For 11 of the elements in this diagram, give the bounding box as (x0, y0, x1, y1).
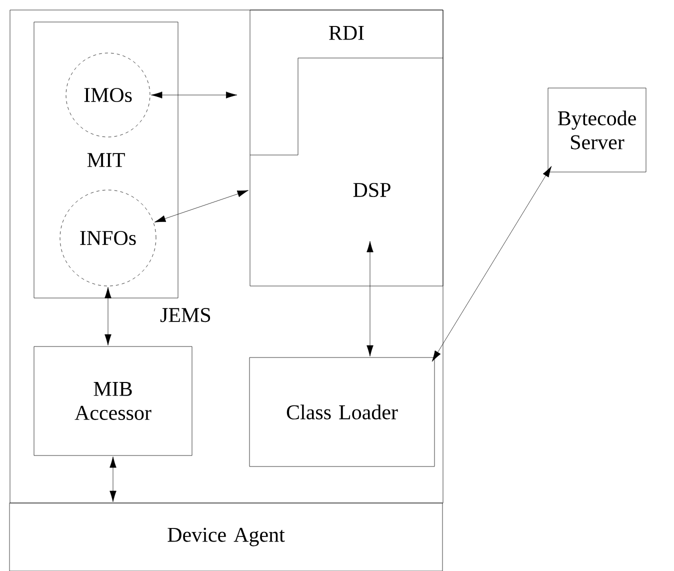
component-box: MIB Accessor (34, 346, 192, 456)
arrow (432, 166, 552, 362)
arrow (151, 92, 238, 98)
arrow (104, 287, 112, 346)
component-box: Device Agent (9, 502, 443, 571)
arrow (110, 456, 116, 502)
component-box: Bytecode Server (548, 88, 646, 172)
component-box: Class Loader (249, 357, 435, 467)
arrow (366, 241, 374, 356)
component-region: DSP (250, 58, 444, 198)
arrow (154, 190, 248, 222)
